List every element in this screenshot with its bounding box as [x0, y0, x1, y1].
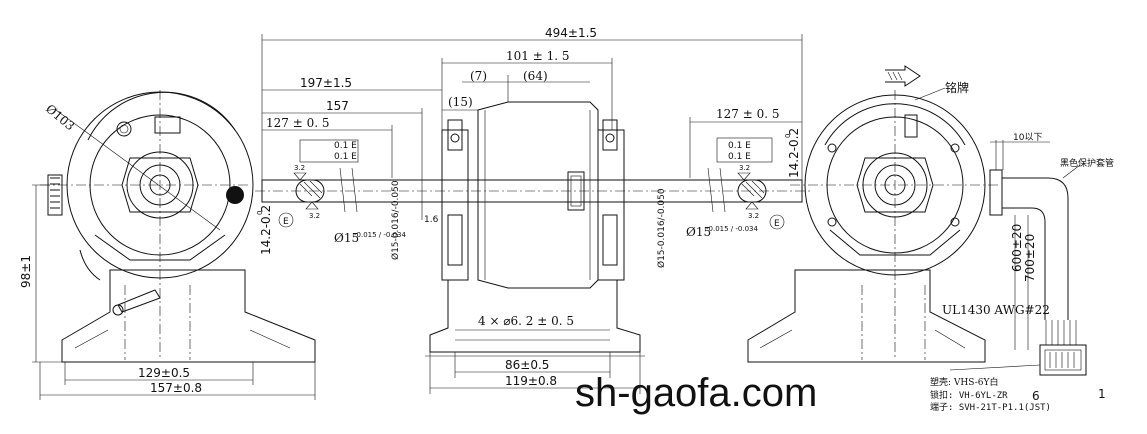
- dim-shaft-dia-15-right: Ø15: [686, 225, 711, 239]
- dim-offset-7: (7): [470, 69, 487, 83]
- watermark: sh-gaofa.com: [575, 371, 817, 415]
- roughness-right-bottom: 3.2: [748, 212, 759, 220]
- dim-diameter-103: Ø103: [43, 102, 77, 134]
- dim-height-98: 98±1: [19, 255, 33, 288]
- dim-shaft-dia-15-right-tol: -0.015 / -0.034: [706, 225, 758, 233]
- tol-01e-left-b: 0.1 E: [334, 152, 357, 162]
- dim-flat-142-left: 14.2-0.2: [259, 205, 273, 255]
- dim-lead-700: 700±20: [1023, 234, 1037, 282]
- top-dimensions: 494±1.5 101 ± 1. 5 (7) (64) (15) 197±1.5…: [261, 26, 803, 220]
- dim-shaft-dia-15-left: Ø15: [334, 231, 359, 245]
- datum-e-right: E: [774, 219, 780, 229]
- tol-01e-left-a: 0.1 E: [334, 141, 357, 151]
- tol-01e-right-a: 0.1 E: [728, 141, 751, 151]
- left-shaft-annotations: 0.1 E 0.1 E 3.2 3.2 E 14.2-0.2 0 Ø15 -0.…: [256, 139, 439, 260]
- dim-left-127: 127 ± 0. 5: [266, 116, 330, 130]
- label-nameplate: 铭牌: [945, 80, 969, 95]
- dim-center-86: 86±0.5: [505, 358, 549, 372]
- dim-shaft-dia-15-left-tol: -0.015 / -0.034: [354, 231, 406, 239]
- dim-flat-142-right-upper: 0: [784, 134, 792, 138]
- dim-shaft-dia-15-alt-left: Ø15-0.016/-0.050: [390, 180, 401, 260]
- label-terminal: 端子: SVH-21T-P1.1(JST): [930, 401, 1051, 413]
- dim-shaft-197: 197±1.5: [300, 76, 352, 90]
- right-shaft-annotations: 0.1 E 0.1 E 3.2 3.2 E 14.2-0.2 0 Ø15 -0.…: [656, 128, 801, 268]
- dim-center-119: 119±0.8: [505, 374, 557, 388]
- label-sleeve: 黑色保护套管: [1060, 157, 1114, 169]
- dim-flat-142-right: 14.2-0.2: [787, 128, 801, 178]
- dim-base-157: 157±0.8: [150, 381, 202, 395]
- side-view: 4 × ⌀6. 2 ± 0. 5 86±0.5 119±0.8 0.1 E 0.…: [255, 101, 812, 394]
- dim-groove-16: 1.6: [424, 215, 439, 225]
- label-pin-1: 1: [1098, 387, 1106, 401]
- dim-right-127: 127 ± 0. 5: [716, 107, 780, 121]
- label-wire-spec: UL1430 AWG#22: [942, 303, 1050, 317]
- right-end-view: 铭牌 10以下 黑色保护套管 700±20 600±20 UL1430 AWG#…: [747, 65, 1114, 413]
- dim-lead-600: 600±20: [1010, 224, 1024, 272]
- label-lock: 锁扣: VH-6YL-ZR: [930, 389, 1008, 401]
- dim-shaft-157: 157: [326, 99, 349, 113]
- tol-01e-right-b: 0.1 E: [728, 152, 751, 162]
- roughness-left-bottom: 3.2: [309, 212, 320, 220]
- roughness-right-top: 3.2: [739, 164, 750, 172]
- dim-holes-4x62: 4 × ⌀6. 2 ± 0. 5: [478, 314, 574, 328]
- dim-rotor-length: 101 ± 1. 5: [506, 49, 570, 63]
- dim-flat-142-left-upper: 0: [256, 211, 264, 215]
- dim-less-10: 10以下: [1013, 133, 1042, 143]
- datum-e-left: E: [283, 217, 289, 227]
- dim-shaft-dia-15-alt-right: Ø15-0.016/-0.050: [656, 188, 667, 268]
- dim-offset-64: (64): [523, 69, 548, 83]
- label-housing: 塑壳: VHS-6Y白: [930, 376, 998, 388]
- dim-base-129: 129±0.5: [138, 366, 190, 380]
- dim-overall-length: 494±1.5: [545, 26, 597, 40]
- label-pin-6: 6: [1032, 389, 1040, 403]
- dim-offset-15: (15): [448, 95, 473, 109]
- roughness-left-top: 3.2: [294, 164, 305, 172]
